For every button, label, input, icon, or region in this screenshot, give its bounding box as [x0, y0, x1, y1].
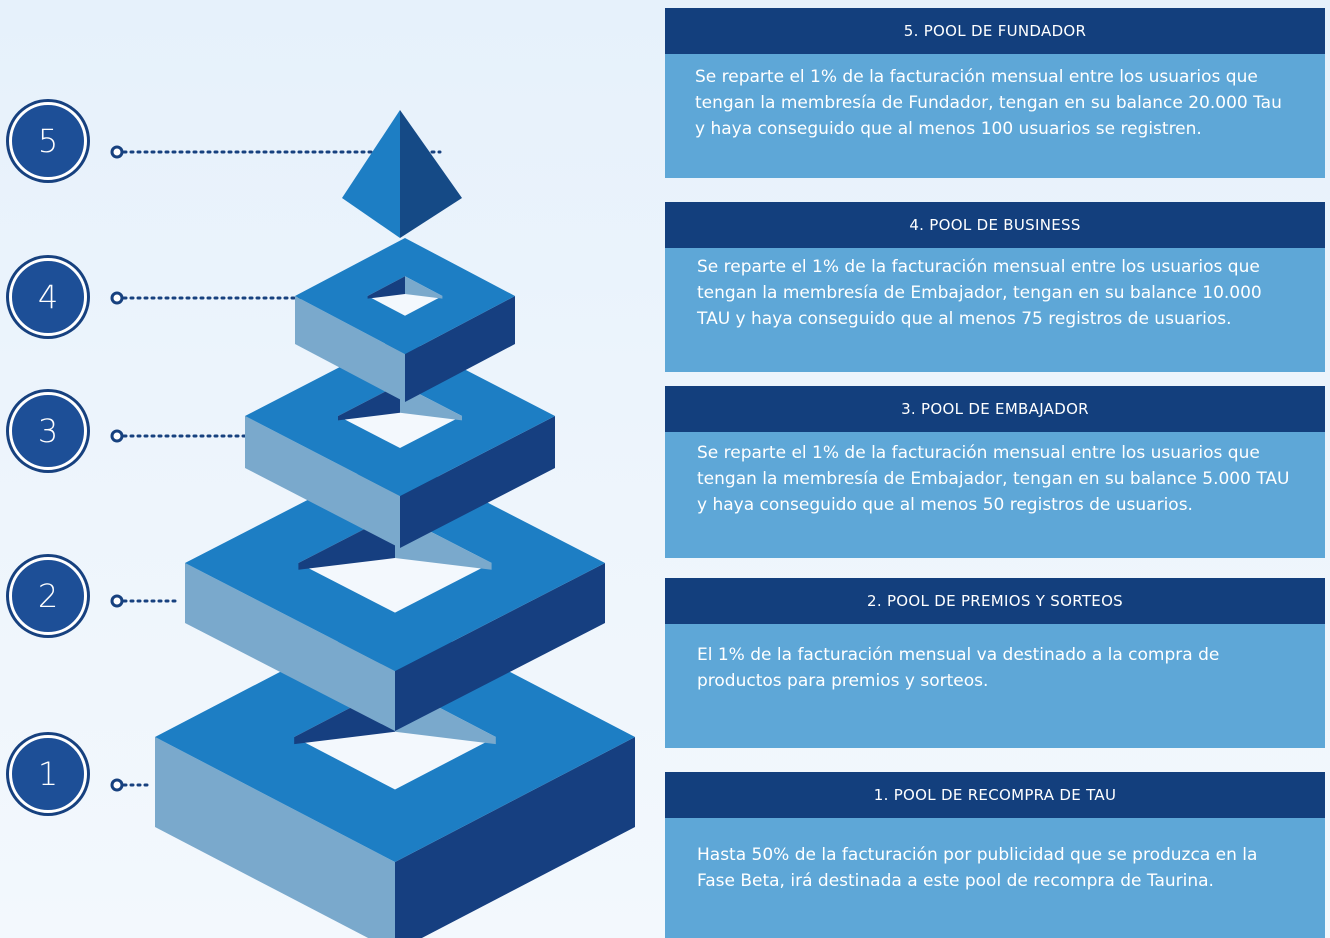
pool-3-description: Se reparte el 1% de la facturación mensu…: [665, 432, 1325, 558]
pool-5-title: 5. POOL DE FUNDADOR: [665, 8, 1325, 54]
connector-dot-3: [110, 429, 124, 443]
level-2-badge: 2: [9, 557, 87, 635]
tier-1-left-face: [155, 737, 395, 938]
connector-dot-5: [110, 145, 124, 159]
level-5-number: 5: [37, 122, 59, 160]
pool-2-panel: 2. POOL DE PREMIOS Y SORTEOS El 1% de la…: [665, 578, 1325, 748]
pool-4-description: Se reparte el 1% de la facturación mensu…: [665, 248, 1325, 372]
level-1-number: 1: [37, 755, 59, 793]
tier-4-inner-wall-left: [367, 276, 405, 299]
level-3-badge: 3: [9, 392, 87, 470]
tier-4-inner-wall-right: [405, 276, 443, 299]
level-3-number: 3: [37, 412, 59, 450]
pool-2-title: 2. POOL DE PREMIOS Y SORTEOS: [665, 578, 1325, 624]
tier-3: [245, 336, 555, 548]
pool-1-title: 1. POOL DE RECOMPRA DE TAU: [665, 772, 1325, 818]
connector-dot-2: [110, 594, 124, 608]
pool-5-description: Se reparte el 1% de la facturación mensu…: [665, 54, 1325, 178]
pool-1-description: Hasta 50% de la facturación por publicid…: [665, 818, 1325, 938]
tier-1-right-face: [395, 737, 635, 938]
level-4-badge: 4: [9, 258, 87, 336]
pyramid-top-right-face: [400, 110, 462, 238]
tier-2-right-face: [395, 563, 605, 731]
pool-4-title: 4. POOL DE BUSINESS: [665, 202, 1325, 248]
tier-2: [185, 455, 605, 731]
pool-3-panel: 3. POOL DE EMBAJADOR Se reparte el 1% de…: [665, 386, 1325, 558]
tier-3-inner-wall-left: [338, 384, 400, 421]
pool-5-panel: 5. POOL DE FUNDADOR Se reparte el 1% de …: [665, 8, 1325, 178]
tier-2-left-face: [185, 563, 395, 731]
pyramid: [155, 110, 635, 938]
pyramid-top-left-face: [342, 110, 400, 238]
tier-4-left-face: [295, 296, 405, 402]
tier-4-right-face: [405, 296, 515, 402]
connector-dot-1: [110, 778, 124, 792]
pool-3-title: 3. POOL DE EMBAJADOR: [665, 386, 1325, 432]
connector-dot-4: [110, 291, 124, 305]
level-5-badge: 5: [9, 102, 87, 180]
tier-1: [155, 612, 635, 938]
pyramid-illustration: [110, 110, 635, 938]
tier-4: [295, 238, 515, 402]
level-4-number: 4: [37, 278, 59, 316]
tier-3-right-face: [400, 416, 555, 548]
pool-4-panel: 4. POOL DE BUSINESS Se reparte el 1% de …: [665, 202, 1325, 372]
level-1-badge: 1: [9, 735, 87, 813]
pool-1-panel: 1. POOL DE RECOMPRA DE TAU Hasta 50% de …: [665, 772, 1325, 938]
pool-2-description: El 1% de la facturación mensual va desti…: [665, 624, 1325, 748]
level-2-number: 2: [37, 577, 59, 615]
tier-3-left-face: [245, 416, 400, 548]
